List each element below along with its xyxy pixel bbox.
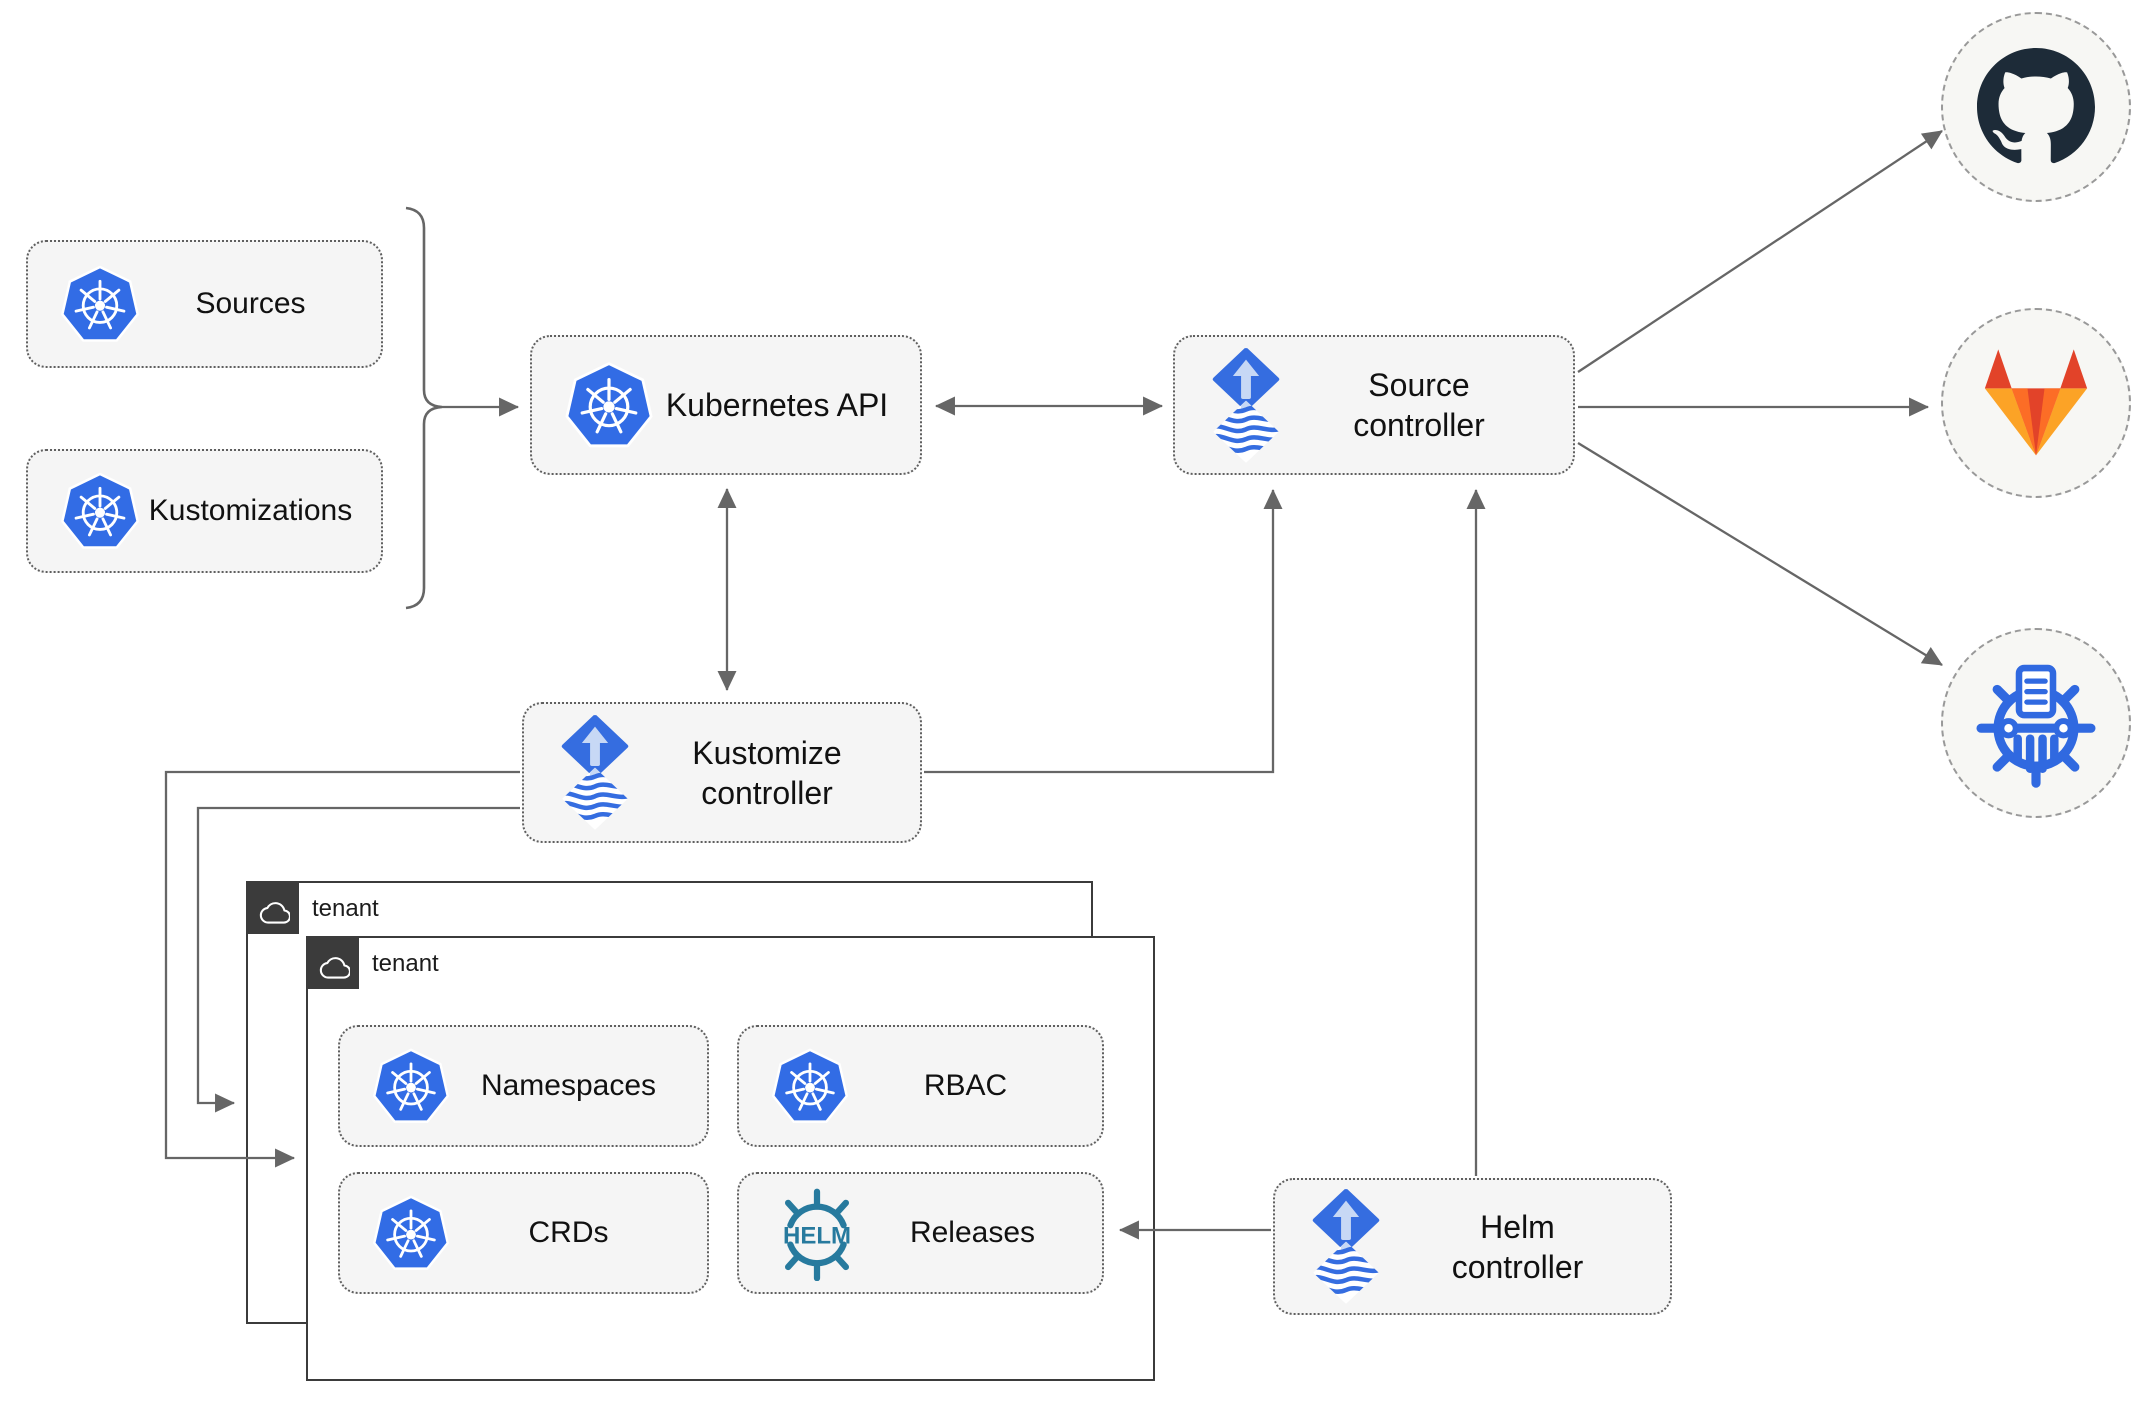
source-controller-label: Source controller <box>1353 367 1485 443</box>
tenant-outer-label: tenant <box>312 895 379 922</box>
kubernetes-icon <box>562 358 656 452</box>
github-endpoint <box>1941 12 2131 202</box>
crds-node: CRDs <box>338 1172 709 1294</box>
tenant-inner-label: tenant <box>372 950 439 977</box>
gitlab-endpoint <box>1941 308 2131 498</box>
tenant-tab <box>306 936 359 989</box>
namespaces-label: Namespaces <box>480 1069 657 1102</box>
rbac-label: RBAC <box>923 1069 1008 1102</box>
edge-source-to-bucket <box>1577 442 1943 666</box>
helm-logo-text: HELM <box>783 1223 851 1250</box>
kubernetes-icon <box>58 469 142 553</box>
edge-source-to-github <box>1577 130 1943 373</box>
cloud-icon <box>316 946 350 980</box>
cloud-icon <box>256 891 290 925</box>
bucket-icon <box>1976 664 2096 788</box>
sources-label: Sources <box>195 287 306 320</box>
source-controller-node: Source controller <box>1173 335 1575 475</box>
kustomize-controller-label: Kustomize controller <box>692 734 842 811</box>
flux-icon <box>1305 1189 1387 1304</box>
kubernetes-api-label: Kubernetes API <box>665 386 889 423</box>
helm-controller-label: Helm controller <box>1451 1208 1584 1285</box>
kubernetes-icon <box>58 262 142 346</box>
github-icon <box>1977 48 2095 164</box>
namespaces-node: Namespaces <box>338 1025 709 1147</box>
kubernetes-icon <box>370 1045 452 1127</box>
rbac-node: RBAC <box>737 1025 1104 1147</box>
flux-icon <box>1205 348 1287 463</box>
helm-icon: HELM <box>783 1188 851 1281</box>
kubernetes-icon <box>769 1045 851 1127</box>
tenant-tab <box>246 881 299 934</box>
tenant-inner-container: tenant <box>306 936 1155 1381</box>
group-brace <box>405 206 443 610</box>
kustomizations-node: Kustomizations <box>26 449 383 573</box>
kubernetes-api-node: Kubernetes API <box>530 335 922 475</box>
gitlab-icon <box>1984 349 2088 456</box>
kustomizations-label: Kustomizations <box>148 494 353 527</box>
crds-label: CRDs <box>528 1216 609 1249</box>
releases-label: Releases <box>909 1216 1036 1249</box>
flux-icon <box>554 715 636 830</box>
edge-kustomize-to-source <box>924 488 1283 774</box>
bucket-endpoint <box>1941 628 2131 818</box>
helm-controller-node: Helm controller <box>1273 1178 1672 1315</box>
kubernetes-icon <box>370 1192 452 1274</box>
releases-node: HELM Releases <box>737 1172 1104 1294</box>
sources-node: Sources <box>26 240 383 368</box>
kustomize-controller-node: Kustomize controller <box>522 702 922 843</box>
